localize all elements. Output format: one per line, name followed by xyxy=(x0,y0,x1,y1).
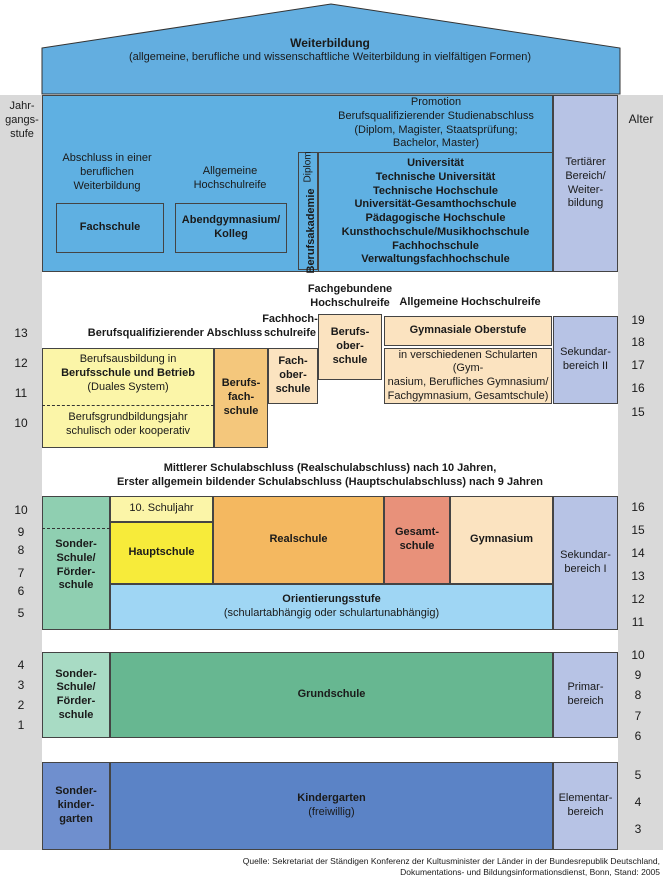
age-label: 6 xyxy=(634,729,642,743)
sonder-sek1-divider xyxy=(42,528,110,529)
orientierungsstufe-box: Orientierungsstufe (schulartabhängig ode… xyxy=(110,584,553,630)
age-label: 13 xyxy=(631,569,645,583)
berufsoberschule-box: Berufs- ober- schule xyxy=(318,314,382,380)
berufsausbildung-line2: Berufsschule und Betrieb xyxy=(61,366,195,379)
left-column xyxy=(0,95,42,850)
grade-label: 4 xyxy=(17,658,25,672)
bgj-divider xyxy=(42,405,214,406)
grade-label: 6 xyxy=(17,584,25,598)
berufsausbildung-line3: (Duales System) xyxy=(87,380,169,393)
gymnasiale-oberstufe-sub: in verschiedenen Schularten (Gym- nasium… xyxy=(384,348,552,404)
age-label: 12 xyxy=(631,592,645,606)
weiterbildung-label: Weiterbildung (allgemeine, berufliche un… xyxy=(100,36,560,65)
fachoberschule-box: Fach- ober- schule xyxy=(268,348,318,404)
weiterbildung-subtitle: (allgemeine, berufliche und wissenschaft… xyxy=(128,51,532,63)
sek2-side-label: Sekundar- bereich II xyxy=(553,316,618,404)
age-label: 16 xyxy=(631,381,645,395)
grade-label: 9 xyxy=(17,525,25,539)
sonder-sek1-label: Sonder- Schule/ Förder- schule xyxy=(55,538,97,592)
berufsausbildung-label: Berufsausbildung in Berufsschule und Bet… xyxy=(46,353,210,394)
age-label: 11 xyxy=(631,615,645,629)
grade-label: 10 xyxy=(14,416,28,430)
berufsakademie-label: Berufsakademie xyxy=(305,188,317,274)
kindergarten-title: Kindergarten xyxy=(297,792,366,805)
grade-label: 12 xyxy=(14,356,28,370)
orientierungsstufe-sub: (schulartabhängig oder schulartunabhängi… xyxy=(223,607,440,619)
age-label: 14 xyxy=(631,546,645,560)
kindergarten-box: Kindergarten (freiwillig) xyxy=(110,762,553,850)
bgj-label: Berufsgrundbildungsjahr schulisch oder k… xyxy=(65,411,191,437)
gymnasiale-oberstufe-box: Gymnasiale Oberstufe xyxy=(384,316,552,346)
allgemeine-hsr: Allgemeine Hochschulreife xyxy=(399,296,541,308)
age-label: 8 xyxy=(634,688,642,702)
weiterbildung-roof xyxy=(41,3,621,95)
berufsqualifizierender-abschluss: Berufsqualifizierender Abschluss xyxy=(87,327,263,339)
sek1-side-label: Sekundar- bereich I xyxy=(553,496,618,630)
mittlerer-schulabschluss: Mittlerer Schulabschluss (Realschulabsch… xyxy=(116,462,544,488)
diplom-box xyxy=(298,152,318,270)
promotion-label: Promotion Berufsqualifizierender Studien… xyxy=(338,96,534,150)
grade-label: 11 xyxy=(14,386,28,400)
tertiary-side-label: Tertiärer Bereich/ Weiter- bildung xyxy=(553,95,618,272)
gymnasium-box: Gymnasium xyxy=(450,496,553,584)
age-label: 17 xyxy=(631,358,645,372)
grundschule-box: Grundschule xyxy=(110,652,553,738)
left-column-label: Jahr- gangs- stufe xyxy=(5,100,39,140)
grade-label: 10 xyxy=(14,503,28,517)
age-label: 16 xyxy=(631,500,645,514)
university-list: Universität Technische Universität Techn… xyxy=(318,152,553,272)
grade-label: 3 xyxy=(17,678,25,692)
source-note: Quelle: Sekretariat der Ständigen Konfer… xyxy=(242,856,660,878)
right-column xyxy=(618,95,663,850)
realschule-box: Realschule xyxy=(213,496,384,584)
diplom-label: Diplom xyxy=(302,151,314,183)
gesamtschule-box: Gesamt- schule xyxy=(384,496,450,584)
abschluss-weiterbildung: Abschluss in einer beruflichen Weiterbil… xyxy=(62,152,152,192)
kindergarten-sub: (freiwillig) xyxy=(308,806,355,818)
age-label: 5 xyxy=(634,768,642,782)
fachschule-box: Fachschule xyxy=(56,203,164,253)
age-label: 18 xyxy=(631,335,645,349)
grade-label: 1 xyxy=(17,718,25,732)
fachhochschulreife: Fachhoch- schulreife xyxy=(262,313,318,339)
sonderkindergarten-box: Sonder- kinder- garten xyxy=(42,762,110,850)
berufsausbildung-line1: Berufsausbildung in xyxy=(79,353,177,365)
elementar-side-label: Elementar- bereich xyxy=(553,762,618,850)
grade-label: 2 xyxy=(17,698,25,712)
primar-side-label: Primar- bereich xyxy=(553,652,618,738)
grade-label: 13 xyxy=(14,326,28,340)
age-label: 9 xyxy=(634,668,642,682)
age-label: 4 xyxy=(634,795,642,809)
grade-label: 8 xyxy=(17,543,25,557)
age-label: 10 xyxy=(631,648,645,662)
grade-label: 7 xyxy=(17,566,25,580)
tertiary-area xyxy=(42,95,553,272)
age-label: 15 xyxy=(631,405,645,419)
berufsfachschule-box: Berufs- fach- schule xyxy=(214,348,268,448)
allg-hsr-label: Allgemeine Hochschulreife xyxy=(193,165,267,191)
sonder-primar-box: Sonder- Schule/ Förder- schule xyxy=(42,652,110,738)
right-column-label: Alter xyxy=(628,112,654,126)
berufsausbildung-box xyxy=(42,348,214,448)
zehntes-schuljahr: 10. Schuljahr xyxy=(110,496,213,522)
hauptschule-box: Hauptschule xyxy=(110,522,213,584)
age-label: 15 xyxy=(631,523,645,537)
orientierungsstufe-title: Orientierungsstufe xyxy=(282,593,381,606)
weiterbildung-title: Weiterbildung xyxy=(290,36,370,50)
abendgymnasium-box: Abendgymnasium/ Kolleg xyxy=(175,203,287,253)
grade-label: 5 xyxy=(17,606,25,620)
fachgebundene-hsr: Fachgebundene Hochschulreife xyxy=(307,283,393,309)
age-label: 3 xyxy=(634,822,642,836)
age-label: 7 xyxy=(634,709,642,723)
sonder-sek1-box xyxy=(42,496,110,630)
age-label: 19 xyxy=(631,313,645,327)
